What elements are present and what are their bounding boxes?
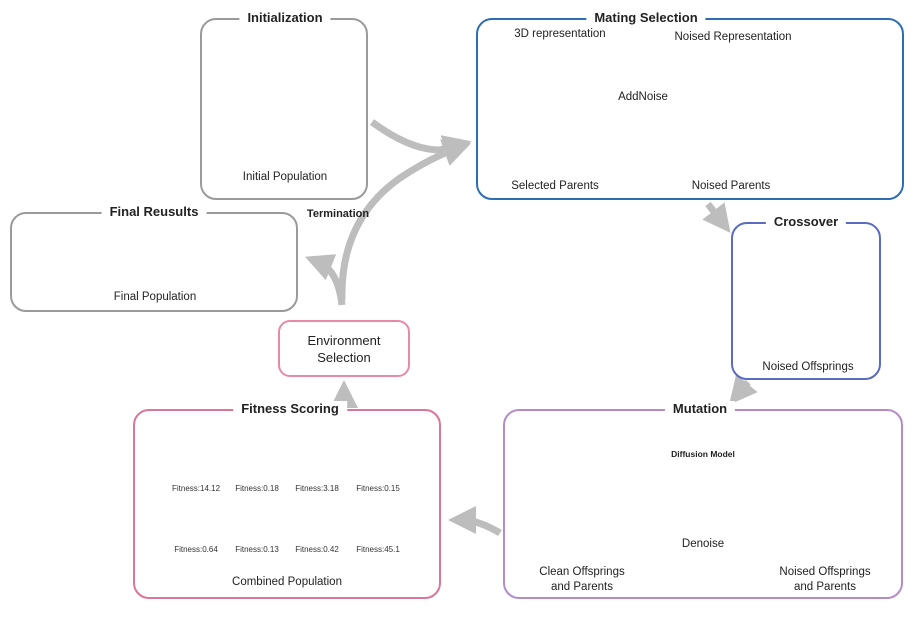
initialization-box <box>200 18 368 200</box>
fitness-score-4: Fitness:0.15 <box>356 484 400 493</box>
noised-offsprings-label: Noised Offsprings <box>762 361 854 373</box>
mating-selection-box <box>476 18 904 200</box>
final-results-box <box>10 212 298 312</box>
mutation-title: Mutation <box>664 401 736 416</box>
selected-parents-label: Selected Parents <box>511 180 599 192</box>
environment-line2: Selection <box>317 349 371 365</box>
noised-line1: Noised Offsprings <box>779 566 871 578</box>
arrow-crossover-to-mutation <box>729 374 758 405</box>
fitness-score-7: Fitness:0.42 <box>295 545 339 554</box>
mating-selection-title: Mating Selection <box>586 10 706 25</box>
noised-rep-label: Noised Representation <box>674 31 792 43</box>
fitness-score-6: Fitness:0.13 <box>235 545 279 554</box>
diffusion-model-label: Diffusion Model <box>671 449 735 459</box>
add-noise-label: AddNoise <box>618 91 668 103</box>
clean-offsprings-label: Clean Offsprings and Parents <box>539 565 624 595</box>
termination-label: Termination <box>306 208 370 220</box>
fitness-score-2: Fitness:0.18 <box>235 484 279 493</box>
crossover-title: Crossover <box>765 214 847 229</box>
fitness-score-1: Fitness:14.12 <box>171 484 221 493</box>
arrow-mating-to-crossover <box>702 201 731 234</box>
environment-selection-box: Environment Selection <box>278 320 410 377</box>
fitness-score-8: Fitness:45.1 <box>356 545 400 554</box>
arrow-env-to-final <box>305 254 346 306</box>
noised-line2: and Parents <box>793 581 857 593</box>
initial-population-label: Initial Population <box>242 171 328 183</box>
fitness-scoring-box <box>133 409 441 599</box>
initialization-title: Initialization <box>239 10 331 25</box>
denoise-label: Denoise <box>681 538 725 550</box>
noised-parents-label: Noised Parents <box>691 180 771 192</box>
environment-line1: Environment <box>307 332 381 348</box>
noised-offsprings-parents-label: Noised Offsprings and Parents <box>779 565 870 595</box>
arrow-init-to-mating <box>369 119 472 163</box>
fitness-scoring-title: Fitness Scoring <box>233 401 347 416</box>
clean-line2: and Parents <box>550 581 614 593</box>
fitness-score-3: Fitness:3.18 <box>295 484 339 493</box>
final-population-label: Final Population <box>113 291 197 303</box>
fitness-score-5: Fitness:0.64 <box>174 545 218 554</box>
final-results-title: Final Reusults <box>101 204 207 219</box>
crossover-box <box>731 222 881 380</box>
rep3d-label: 3D representation <box>514 28 606 40</box>
mutation-box <box>503 409 903 599</box>
arrow-env-to-mating <box>338 139 472 301</box>
combined-population-label: Combined Population <box>232 576 342 588</box>
clean-line1: Clean Offsprings <box>539 566 625 578</box>
arrow-mutation-to-fitness <box>448 506 502 537</box>
